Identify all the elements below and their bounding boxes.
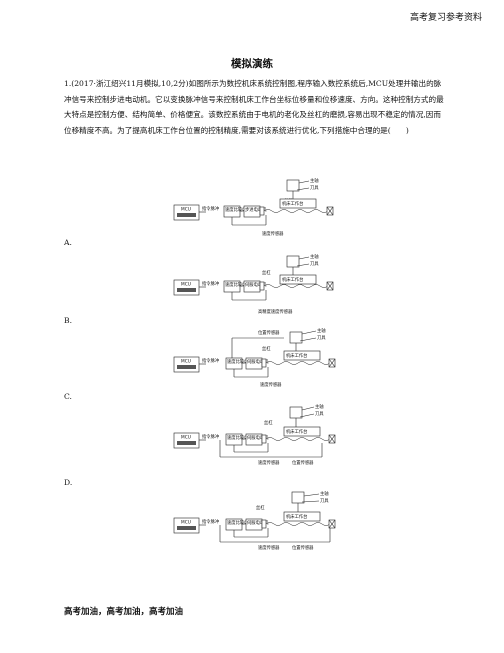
svg-text:MCU: MCU: [181, 282, 191, 288]
svg-text:速度比较电路: 速度比较电路: [227, 358, 253, 365]
svg-text:高精度速度传感器: 高精度速度传感器: [258, 308, 293, 315]
control-diagram-a: MCU 指令脉冲 速度比较电路 伺服电动机 丝杠 机床工作台 主轴 刀具 高精度…: [173, 253, 334, 315]
svg-text:主轴: 主轴: [315, 403, 324, 410]
svg-text:机床工作台: 机床工作台: [282, 200, 303, 207]
svg-text:MCU: MCU: [181, 435, 191, 441]
svg-text:位置传感器: 位置传感器: [292, 544, 314, 551]
svg-text:丝杠: 丝杠: [262, 345, 271, 352]
svg-text:主轴: 主轴: [317, 327, 326, 334]
svg-text:丝杠: 丝杠: [264, 419, 273, 426]
svg-text:速度比较电路: 速度比较电路: [227, 434, 253, 441]
svg-text:主轴: 主轴: [320, 490, 329, 497]
diagram-content: MCU 指令脉冲 速度比较电路 步进电动机 丝杠 机床工作台 主轴 刀具 速度传…: [173, 177, 334, 237]
svg-text:位置传感器: 位置传感器: [258, 329, 280, 336]
svg-text:刀具: 刀具: [310, 185, 319, 191]
svg-text:伺服电动机: 伺服电动机: [247, 434, 269, 441]
svg-text:机床工作台: 机床工作台: [286, 352, 307, 359]
svg-text:MCU: MCU: [181, 207, 191, 213]
question-text: 1.(2017·浙江绍兴11月模拟,10,2分)如图所示为数控机床系统控制图,程…: [64, 79, 444, 135]
svg-text:刀具: 刀具: [320, 498, 329, 504]
svg-text:步进电动机: 步进电动机: [245, 206, 267, 213]
option-c-label: C.: [64, 392, 72, 401]
svg-text:主轴: 主轴: [310, 253, 319, 260]
svg-text:刀具: 刀具: [315, 411, 324, 417]
option-d-label: D.: [64, 478, 73, 487]
svg-text:MCU: MCU: [181, 520, 191, 526]
svg-text:速度传感器: 速度传感器: [260, 381, 282, 388]
option-a-label: A.: [64, 238, 72, 247]
svg-text:速度比较电路: 速度比较电路: [227, 519, 253, 526]
svg-text:速度传感器: 速度传感器: [258, 459, 280, 466]
svg-text:速度比较电路: 速度比较电路: [225, 206, 251, 213]
svg-text:伺服电动机: 伺服电动机: [247, 519, 269, 526]
control-diagram-d: MCU 指令脉冲 速度比较电路 伺服电动机 丝杠 机床工作台 主轴 刀具 速度传…: [173, 490, 336, 551]
svg-text:指令脉冲: 指令脉冲: [202, 205, 219, 212]
control-diagram-main: MCU 指令脉冲 速度比较电路 步进电动机 丝杠 机床工作台 主轴 刀具 速度传…: [173, 177, 334, 237]
footer-note: 高考加油，高考加油，高考加油: [64, 607, 184, 617]
svg-text:指令脉冲: 指令脉冲: [202, 433, 219, 440]
svg-text:主轴: 主轴: [310, 177, 319, 184]
svg-text:丝杠: 丝杠: [256, 504, 265, 511]
svg-text:机床工作台: 机床工作台: [282, 276, 303, 283]
svg-text:刀具: 刀具: [310, 261, 319, 267]
svg-text:MCU: MCU: [181, 359, 191, 365]
svg-text:丝杠: 丝杠: [262, 269, 271, 276]
svg-text:指令脉冲: 指令脉冲: [202, 357, 219, 364]
svg-text:速度传感器: 速度传感器: [262, 230, 284, 237]
svg-text:机床工作台: 机床工作台: [286, 428, 307, 435]
header-note: 高考复习参考资料: [409, 13, 482, 23]
svg-text:伺服电动机: 伺服电动机: [245, 281, 267, 288]
svg-text:机床工作台: 机床工作台: [286, 513, 307, 520]
control-diagram-b: MCU 指令脉冲 速度比较电路 伺服电动机 丝杠 机床工作台 主轴 刀具 位置传…: [173, 327, 336, 388]
svg-text:速度传感器: 速度传感器: [258, 544, 280, 551]
svg-text:指令脉冲: 指令脉冲: [202, 518, 219, 525]
svg-text:刀具: 刀具: [317, 335, 326, 341]
svg-text:指令脉冲: 指令脉冲: [202, 280, 219, 287]
section-title: 模拟演练: [231, 58, 273, 70]
control-diagram-c: MCU 指令脉冲 速度比较电路 伺服电动机 丝杠 机床工作台 主轴 刀具 速度传…: [173, 403, 336, 466]
svg-text:位置传感器: 位置传感器: [292, 459, 314, 466]
option-b-label: B.: [64, 316, 72, 325]
svg-text:速度比较电路: 速度比较电路: [225, 281, 251, 288]
svg-text:伺服电动机: 伺服电动机: [247, 358, 269, 365]
